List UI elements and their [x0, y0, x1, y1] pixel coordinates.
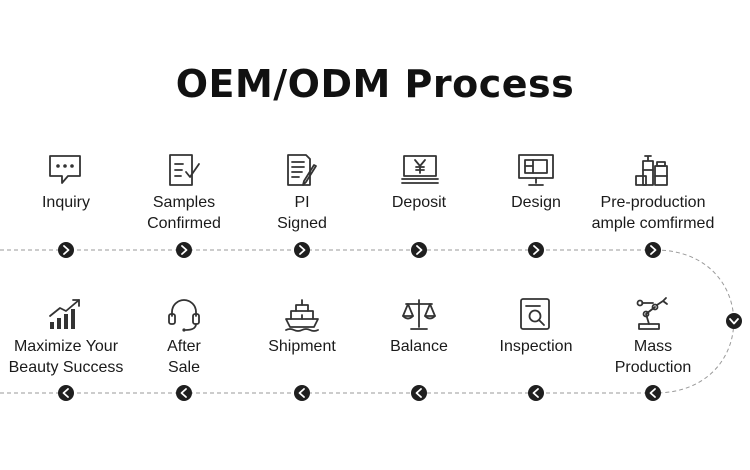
process-step-deposit: Deposit — [344, 152, 494, 213]
step-label: Design — [511, 194, 561, 211]
step-label: Samples — [152, 194, 216, 211]
step-label: Confirmed — [147, 215, 221, 232]
top-arrow-marker-5 — [528, 242, 544, 258]
bottom-arrow-marker-3 — [294, 385, 310, 401]
step-label: Shipment — [268, 338, 336, 355]
chat-bubble-icon — [49, 155, 81, 184]
turn-arrow-marker — [726, 313, 742, 329]
ship-icon — [285, 299, 319, 332]
magnifier-doc-icon — [520, 298, 550, 330]
process-step-shipment: Shipment — [227, 296, 377, 357]
top-arrow-marker-2 — [176, 242, 192, 258]
document-pen-icon — [287, 154, 317, 186]
step-label: Deposit — [391, 194, 447, 211]
top-arrow-marker-6 — [645, 242, 661, 258]
cosmetic-bottles-icon — [635, 155, 668, 186]
bottom-arrow-marker-4 — [411, 385, 427, 401]
bottom-arrow-marker-6 — [645, 385, 661, 401]
step-label: Production — [614, 359, 692, 376]
step-label: Inspection — [499, 338, 573, 355]
top-arrow-marker-4 — [411, 242, 427, 258]
bottom-arrow-marker-2 — [176, 385, 192, 401]
process-step-preproduction: Pre-production ample comfirmed — [578, 152, 728, 234]
step-label: Beauty Success — [8, 359, 124, 376]
top-arrow-marker-1 — [58, 242, 74, 258]
step-label: Pre-production — [600, 194, 706, 211]
process-step-pi: PI Signed — [227, 152, 377, 234]
page-title: OEM/ODM Process — [175, 62, 575, 106]
yen-bill-icon — [401, 155, 439, 184]
bottom-arrow-marker-1 — [58, 385, 74, 401]
robot-arm-icon — [636, 297, 668, 330]
scale-icon — [402, 299, 436, 330]
step-label: Signed — [277, 215, 327, 232]
headset-icon — [168, 299, 200, 332]
step-label: Balance — [390, 338, 448, 355]
process-step-inquiry: Inquiry — [0, 152, 141, 213]
step-label: After — [167, 338, 201, 355]
process-step-design: Design — [461, 152, 611, 213]
bottom-arrow-marker-5 — [528, 385, 544, 401]
step-label: Sale — [167, 359, 201, 376]
checklist-icon — [169, 154, 200, 186]
step-label: ample comfirmed — [591, 215, 715, 232]
step-label: Inquiry — [41, 194, 91, 211]
step-label: PI — [294, 194, 310, 211]
step-label: Mass — [633, 338, 673, 355]
step-label: Maximize Your — [13, 338, 119, 355]
process-step-balance: Balance — [344, 296, 494, 357]
top-arrow-marker-3 — [294, 242, 310, 258]
monitor-icon — [518, 154, 554, 186]
growth-chart-icon — [49, 299, 80, 329]
process-step-inspection: Inspection — [461, 296, 611, 357]
